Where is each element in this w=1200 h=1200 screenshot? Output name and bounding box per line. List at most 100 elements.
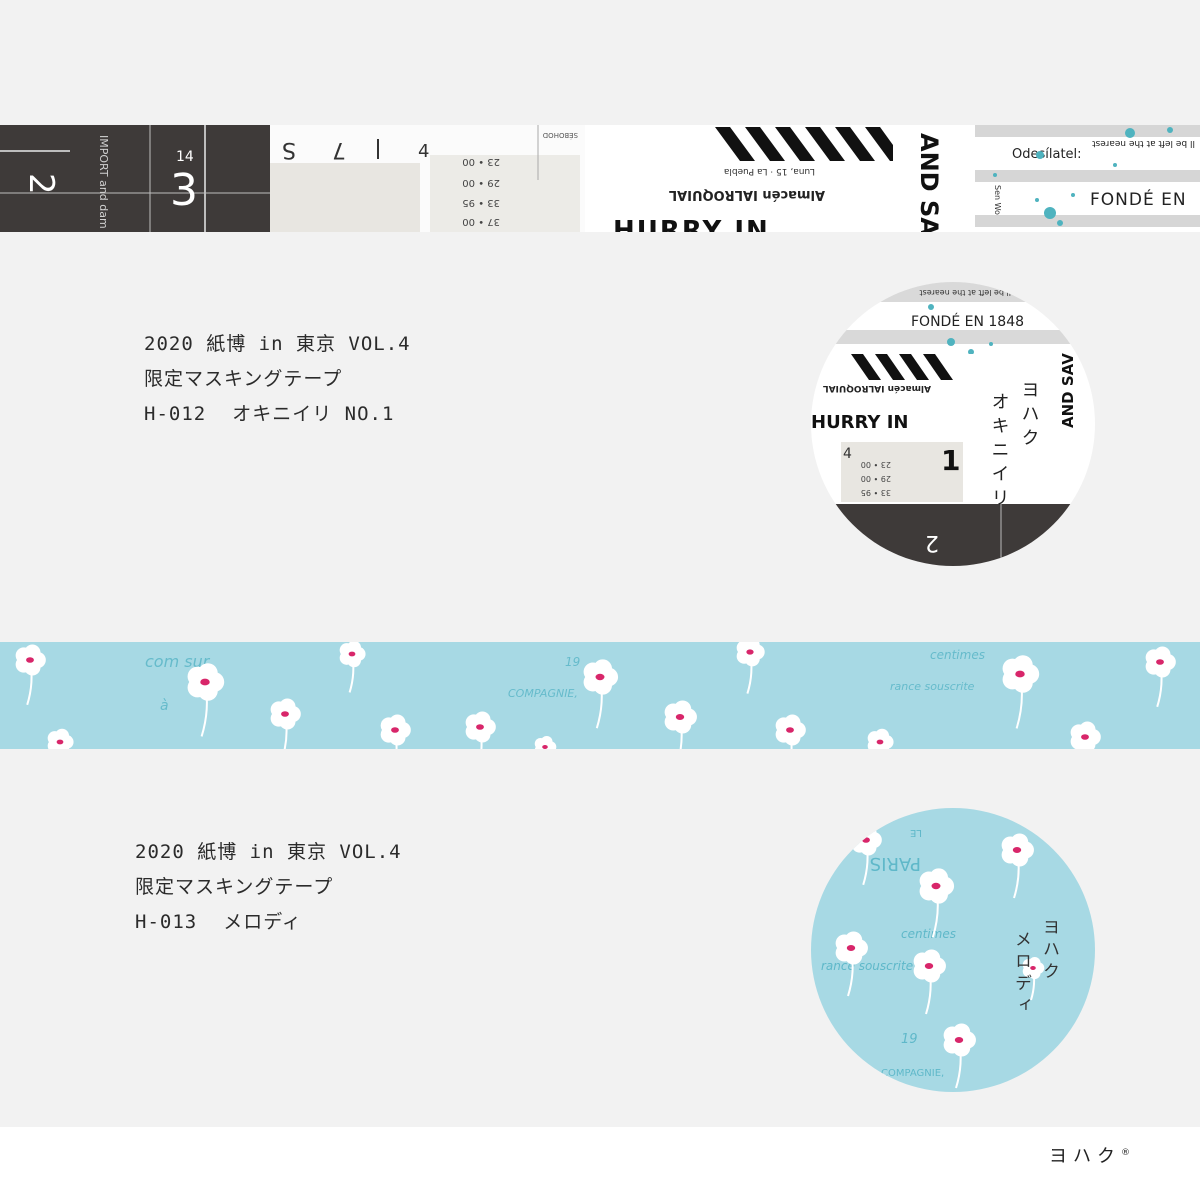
svg-text:Sen Wo: Sen Wo bbox=[993, 185, 1002, 215]
tape-strip-okiniiri: 2 3 14 IMPORT and dam and Cotge S 7 4 23… bbox=[0, 125, 1200, 232]
svg-text:33 • 95: 33 • 95 bbox=[861, 488, 891, 497]
flower-icon bbox=[919, 868, 955, 938]
flower-icon bbox=[867, 728, 894, 749]
caption-product-type: 限定マスキングテープ bbox=[144, 368, 343, 390]
tape-nearest-text: ll be left at the nearest bbox=[1092, 138, 1195, 148]
tape-hurry-text: HURRY IN bbox=[613, 216, 770, 232]
svg-text:33 • 95: 33 • 95 bbox=[462, 197, 500, 208]
flower-icon bbox=[943, 1023, 976, 1089]
striped-tape-graphic bbox=[713, 127, 893, 161]
roll-label-text: ヨハク オキニイリ bbox=[989, 380, 1040, 512]
strip-compagnie-text: COMPAGNIE, bbox=[508, 687, 578, 700]
roll-label-name: オキニイリ bbox=[989, 392, 1010, 512]
flower-icon bbox=[1001, 833, 1034, 899]
svg-text:com sur: com sur bbox=[145, 652, 211, 671]
svg-text:Almacén IALROQUIAL: Almacén IALROQUIAL bbox=[823, 383, 931, 394]
flower-icon bbox=[339, 642, 366, 693]
svg-text:29 • 00: 29 • 00 bbox=[861, 474, 891, 483]
flower-icon bbox=[187, 663, 225, 737]
caption-product-type: 限定マスキングテープ bbox=[135, 876, 334, 898]
tape-almacen-text: Almacén IALROQUIAL bbox=[669, 187, 825, 202]
tape-strip-melody: com sur à 19 COMPAGNIE, centimes rance s… bbox=[0, 642, 1200, 749]
roll-paris-text: PARIS bbox=[870, 853, 921, 874]
roll-label-brand: ヨハク bbox=[1019, 380, 1040, 452]
tape-number-2: 2 bbox=[21, 173, 61, 195]
flower-icon bbox=[1145, 646, 1176, 708]
svg-text:23 • 00: 23 • 00 bbox=[861, 460, 891, 469]
roll-le-text: LE bbox=[910, 827, 922, 838]
roll-label-name: メロディ bbox=[1011, 930, 1031, 1018]
dark-segment-graphic: 2 3 14 IMPORT and dam and Cotge bbox=[0, 125, 270, 232]
svg-text:SÉBOHOD: SÉBOHOD bbox=[543, 131, 578, 140]
tape-odes-text: Odesílatel: bbox=[1012, 147, 1082, 162]
roll-label-brand: ヨハク bbox=[1039, 918, 1059, 984]
tape-fonde-text: FONDÉ EN bbox=[1090, 188, 1187, 210]
tape-segment-dark: 2 3 14 IMPORT and dam and Cotge bbox=[0, 125, 270, 232]
flower-icon bbox=[583, 659, 619, 729]
brand-logo: ヨハク® bbox=[1049, 1146, 1130, 1167]
svg-text:29 • 00: 29 • 00 bbox=[462, 177, 500, 188]
caption-event-line: 2020 紙博 in 東京 VOL.4 bbox=[144, 333, 411, 355]
roll-label-text: ヨハク メロディ bbox=[1011, 918, 1059, 1018]
flower-icon bbox=[270, 698, 301, 749]
tape-number-14: 14 bbox=[176, 149, 194, 165]
product-name: オキニイリ NO.1 bbox=[232, 403, 395, 425]
svg-text:19: 19 bbox=[901, 1032, 918, 1047]
roll-fonde-text: FONDÉ EN 1848 bbox=[911, 313, 1024, 330]
roll-andsav-text: AND SAV bbox=[1059, 353, 1077, 428]
tape-number-4: 4 bbox=[418, 141, 429, 162]
roll-number-one: 1 bbox=[941, 444, 960, 477]
product-code: H-013 bbox=[135, 911, 198, 933]
flower-icon bbox=[465, 711, 496, 749]
flower-icon bbox=[534, 735, 557, 749]
tape-segment-ledger: S 7 4 23 • 00 29 • 00 33 • 95 37 • 00 SÉ… bbox=[270, 125, 585, 232]
product-code: H-012 bbox=[144, 403, 207, 425]
caption-code-line: H-013 メロディ bbox=[135, 905, 402, 940]
caption-code-line: H-012 オキニイリ NO.1 bbox=[144, 397, 411, 432]
flower-icon bbox=[664, 700, 697, 749]
svg-text:37 • 00: 37 • 00 bbox=[462, 216, 500, 227]
caption-okiniiri: 2020 紙博 in 東京 VOL.4 限定マスキングテープ H-012 オキニイ… bbox=[144, 327, 411, 432]
svg-text:HURRY IN: HURRY IN bbox=[811, 412, 908, 433]
ink-splatter-graphic bbox=[993, 127, 1173, 226]
flower-icon bbox=[47, 728, 74, 749]
ledger-graphic: S 7 4 23 • 00 29 • 00 33 • 95 37 • 00 SÉ… bbox=[270, 125, 580, 232]
roll-label-okiniiri-graphic: ll be left at the nearest FONDÉ EN 1848 … bbox=[811, 282, 1095, 566]
svg-text:ll be left at the nearest: ll be left at the nearest bbox=[919, 288, 1011, 297]
hurry-graphic: Luna, 15 · La Puebla Almacén IALROQUIAL … bbox=[613, 127, 943, 232]
flower-icon bbox=[835, 931, 868, 997]
caption-melody: 2020 紙博 in 東京 VOL.4 限定マスキングテープ H-013 メロディ bbox=[135, 835, 402, 940]
flower-icon bbox=[1002, 655, 1040, 729]
tape-segment-hurry: Luna, 15 · La Puebla Almacén IALROQUIAL … bbox=[585, 125, 975, 232]
flower-icon bbox=[15, 644, 46, 706]
svg-text:S: S bbox=[282, 137, 296, 162]
svg-text:23 • 00: 23 • 00 bbox=[462, 156, 500, 167]
tape-andsav-text: AND SAV bbox=[915, 133, 943, 232]
flower-icon bbox=[736, 642, 765, 694]
roll-label-melody-graphic: PARIS LE centimes rance souscrite 19 COM… bbox=[821, 824, 1059, 1089]
tape-vertical-text: IMPORT and dam and Cotge bbox=[97, 135, 110, 232]
flower-icon bbox=[913, 949, 946, 1015]
svg-text:COMPAGNIE,: COMPAGNIE, bbox=[881, 1068, 944, 1079]
tape-number-3: 3 bbox=[170, 165, 198, 216]
tape-roll-okiniiri: ll be left at the nearest FONDÉ EN 1848 … bbox=[811, 282, 1095, 566]
product-name: メロディ bbox=[223, 911, 302, 933]
flower-icon bbox=[1022, 956, 1045, 1001]
svg-text:à: à bbox=[160, 698, 169, 714]
svg-text:2: 2 bbox=[925, 530, 939, 555]
strip-centimes-text: centimes bbox=[930, 648, 985, 662]
svg-text:4: 4 bbox=[843, 446, 852, 462]
tape-segment-fonde: Odesílatel: ll be left at the nearest FO… bbox=[975, 125, 1200, 232]
flower-icon bbox=[380, 714, 411, 749]
caption-event-line: 2020 紙博 in 東京 VOL.4 bbox=[135, 841, 402, 863]
flower-icon bbox=[775, 714, 806, 749]
svg-text:rance souscrite: rance souscrite bbox=[821, 959, 913, 973]
tape-roll-melody: PARIS LE centimes rance souscrite 19 COM… bbox=[811, 808, 1095, 1092]
svg-text:centimes: centimes bbox=[901, 927, 956, 941]
footer-bar bbox=[0, 1127, 1200, 1200]
svg-text:7: 7 bbox=[332, 137, 346, 162]
strip-assurance-text: rance souscrite bbox=[890, 680, 975, 693]
ledger-rows: 23 • 00 29 • 00 33 • 95 37 • 00 bbox=[462, 156, 500, 227]
floral-pattern-graphic: com sur à 19 COMPAGNIE, centimes rance s… bbox=[15, 642, 1176, 749]
tape-luna-text: Luna, 15 · La Puebla bbox=[724, 166, 815, 176]
